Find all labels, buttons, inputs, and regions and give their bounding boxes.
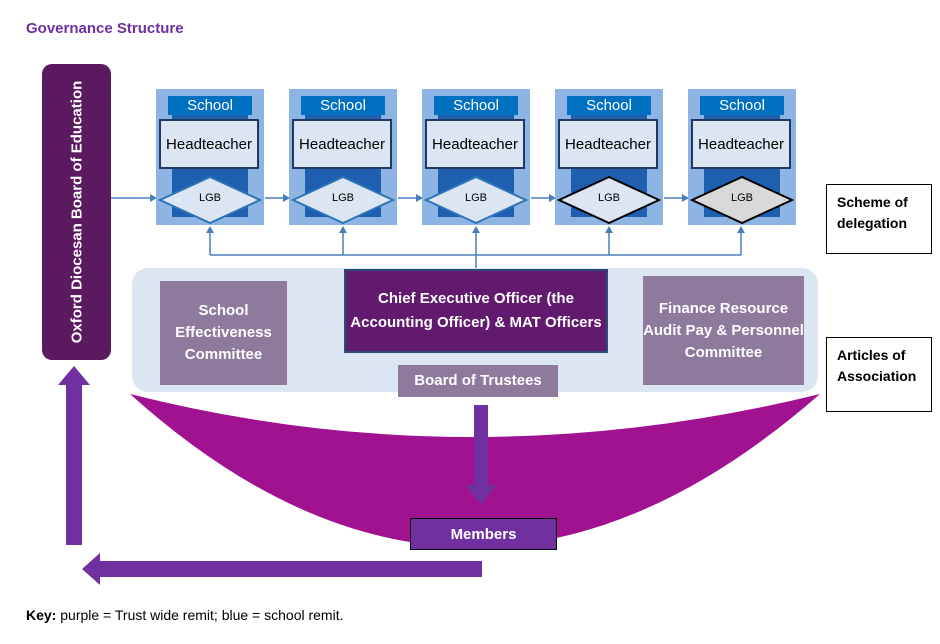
odbe-box: Oxford Diocesan Board of Education (42, 64, 111, 360)
board-of-trustees-label: Board of Trustees (414, 372, 542, 389)
headteacher-box: Headteacher (159, 119, 259, 169)
key-text: purple = Trust wide remit; blue = school… (56, 607, 344, 623)
lgb-label: LGB (331, 192, 354, 204)
school-header: School (301, 96, 385, 115)
lgb-diamond (556, 175, 662, 225)
lgb-label: LGB (198, 192, 221, 204)
ceo-label: Chief Executive Officer (the Accounting … (350, 290, 602, 331)
headteacher-label: Headteacher (299, 135, 385, 153)
articles-label: Articles of Association (837, 347, 917, 384)
school-effectiveness-committee: School Effectiveness Committee (160, 281, 287, 385)
headteacher-label: Headteacher (166, 135, 252, 153)
key-legend: Key: purple = Trust wide remit; blue = s… (26, 607, 343, 623)
lgb-diamond (290, 175, 396, 225)
scheme-label: Scheme of delegation (837, 194, 908, 231)
lgb-diamond (157, 175, 263, 225)
school-header: School (168, 96, 252, 115)
headteacher-label: Headteacher (432, 135, 518, 153)
lgb-diamond (689, 175, 795, 225)
articles-of-association-box: Articles of Association (826, 337, 932, 412)
lgb-diamond (423, 175, 529, 225)
finance-committee: Finance Resource Audit Pay & Personnel C… (643, 276, 804, 385)
school-header: School (434, 96, 518, 115)
headteacher-box: Headteacher (691, 119, 791, 169)
finance-label: Finance Resource Audit Pay & Personnel C… (643, 299, 804, 361)
lgb-label: LGB (464, 192, 487, 204)
school-header: School (567, 96, 651, 115)
page-title: Governance Structure (26, 20, 184, 37)
headteacher-box: Headteacher (558, 119, 658, 169)
headteacher-box: Headteacher (425, 119, 525, 169)
headteacher-box: Headteacher (292, 119, 392, 169)
odbe-label: Oxford Diocesan Board of Education (68, 80, 85, 344)
members-box: Members (410, 518, 557, 550)
school-header: School (700, 96, 784, 115)
school-effectiveness-label: School Effectiveness Committee (175, 302, 272, 363)
headteacher-label: Headteacher (565, 135, 651, 153)
members-label: Members (450, 525, 517, 543)
lgb-label: LGB (730, 192, 753, 204)
headteacher-label: Headteacher (698, 135, 784, 153)
scheme-of-delegation-box: Scheme of delegation (826, 184, 932, 254)
ceo-box: Chief Executive Officer (the Accounting … (344, 269, 608, 353)
lgb-label: LGB (597, 192, 620, 204)
board-of-trustees: Board of Trustees (398, 365, 558, 397)
key-label: Key: (26, 607, 57, 623)
